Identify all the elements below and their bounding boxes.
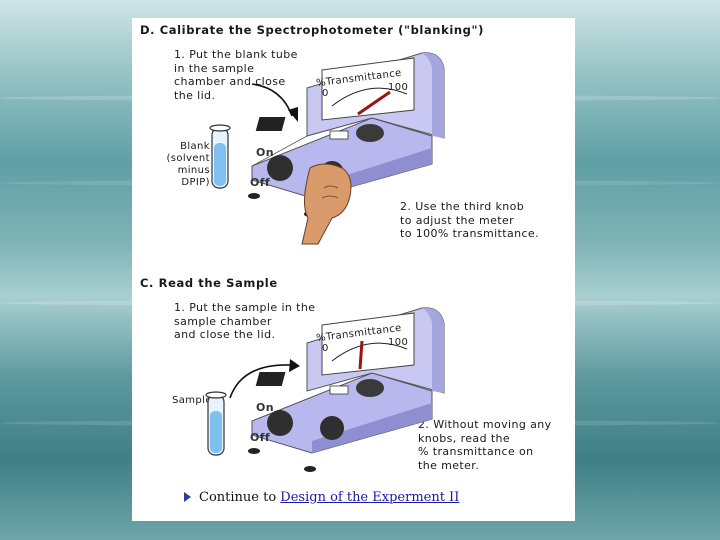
section-d-heading: D. Calibrate the Spectrophotometer ("bla…	[140, 23, 484, 37]
section-d-step1: 1. Put the blank tube in the sample cham…	[174, 48, 298, 102]
off-label-d: Off	[250, 176, 271, 189]
design-experiment-link[interactable]: Design of the Experment II	[280, 490, 460, 505]
off-label-c: Off	[250, 431, 271, 444]
meter-max-d: 100	[388, 82, 409, 93]
blank-tube-label: Blank (solvent minus DPIP)	[166, 141, 210, 188]
continue-prefix: Continue to	[199, 490, 277, 505]
sample-tube-icon	[205, 391, 227, 456]
diagram-panel: D. Calibrate the Spectrophotometer ("bla…	[132, 18, 575, 521]
spectrophotometer-diagram-c	[205, 307, 445, 472]
meter-min-d: 0	[322, 88, 329, 99]
section-c-step1: 1. Put the sample in the sample chamber …	[174, 301, 316, 341]
section-c-step2: 2. Without moving any knobs, read the % …	[418, 418, 552, 472]
meter-needle-c	[358, 340, 364, 370]
hand-icon	[301, 163, 352, 245]
blank-tube-icon	[209, 124, 231, 189]
power-knob-d	[267, 155, 293, 181]
on-label-d: On	[256, 146, 274, 159]
section-c-heading: C. Read the Sample	[140, 276, 278, 290]
meter-min-c: 0	[322, 343, 329, 354]
continue-line: Continue to Design of the Experment II	[184, 490, 459, 505]
sample-chamber-lid-c	[255, 372, 286, 386]
section-d-step2: 2. Use the third knob to adjust the mete…	[400, 200, 539, 240]
triangle-bullet-icon	[184, 492, 191, 502]
spectrophotometer-diagram-d	[209, 52, 445, 245]
meter-max-c: 100	[388, 337, 409, 348]
sample-chamber-lid-d	[255, 117, 286, 131]
third-knob-c	[320, 416, 344, 440]
meter-needle-d	[357, 90, 391, 116]
sample-tube-label: Sample	[172, 395, 212, 406]
power-knob-c	[267, 410, 293, 436]
on-label-c: On	[256, 401, 274, 414]
